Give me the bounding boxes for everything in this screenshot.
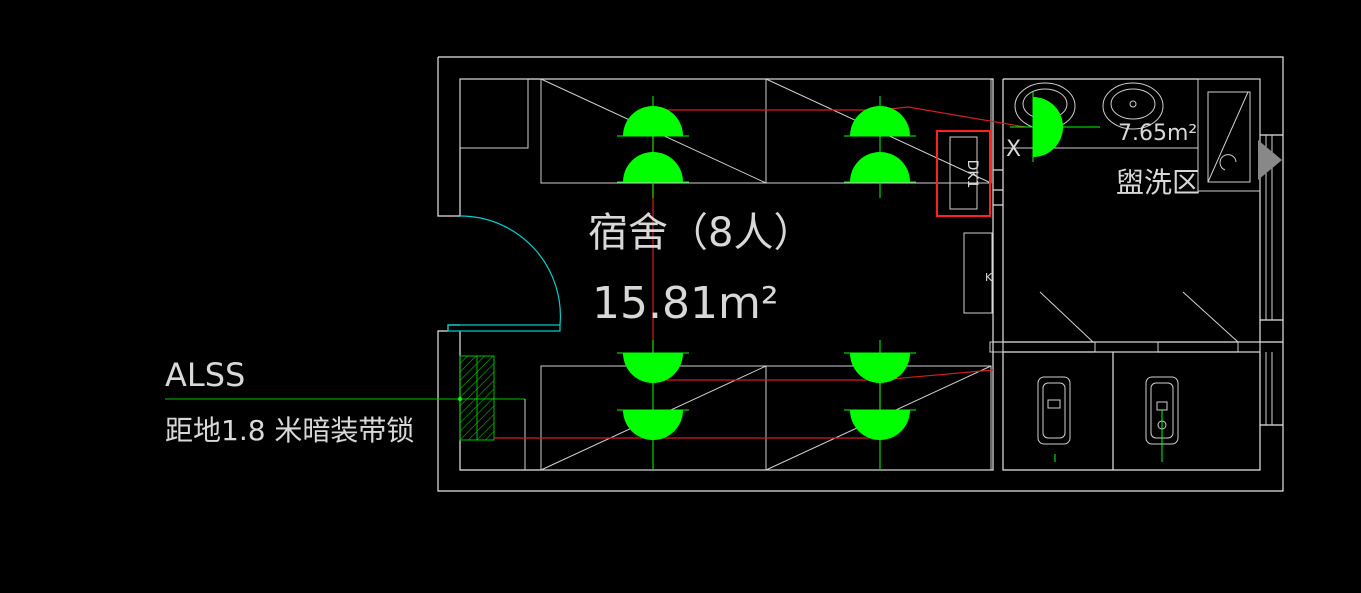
alss-note: 距地1.8 米暗装带锁 (165, 414, 414, 447)
wiring (494, 106, 1026, 439)
closet-block (459, 78, 529, 149)
beds (540, 78, 992, 471)
switch-x-symbol: X (1006, 137, 1021, 162)
room-name: 宿舍（8人） (588, 210, 813, 256)
alss-box (165, 355, 526, 470)
room-area: 15.81m² (592, 278, 778, 329)
entry-door (447, 215, 562, 332)
washroom-area: 7.65m² (1118, 121, 1197, 146)
lamp-group (617, 96, 916, 470)
switch-k: K (963, 232, 993, 314)
washroom-fixtures (989, 78, 1261, 462)
dk1-label: DK1 (964, 160, 980, 189)
right-arrow-icon (1258, 140, 1282, 180)
dk1-panel[interactable]: DK1 (936, 130, 991, 217)
alss-code: ALSS (165, 356, 245, 394)
switch-k-label: K (985, 271, 993, 284)
washroom-lamp (1010, 92, 1100, 162)
washroom-name: 盥洗区 (1116, 166, 1200, 199)
